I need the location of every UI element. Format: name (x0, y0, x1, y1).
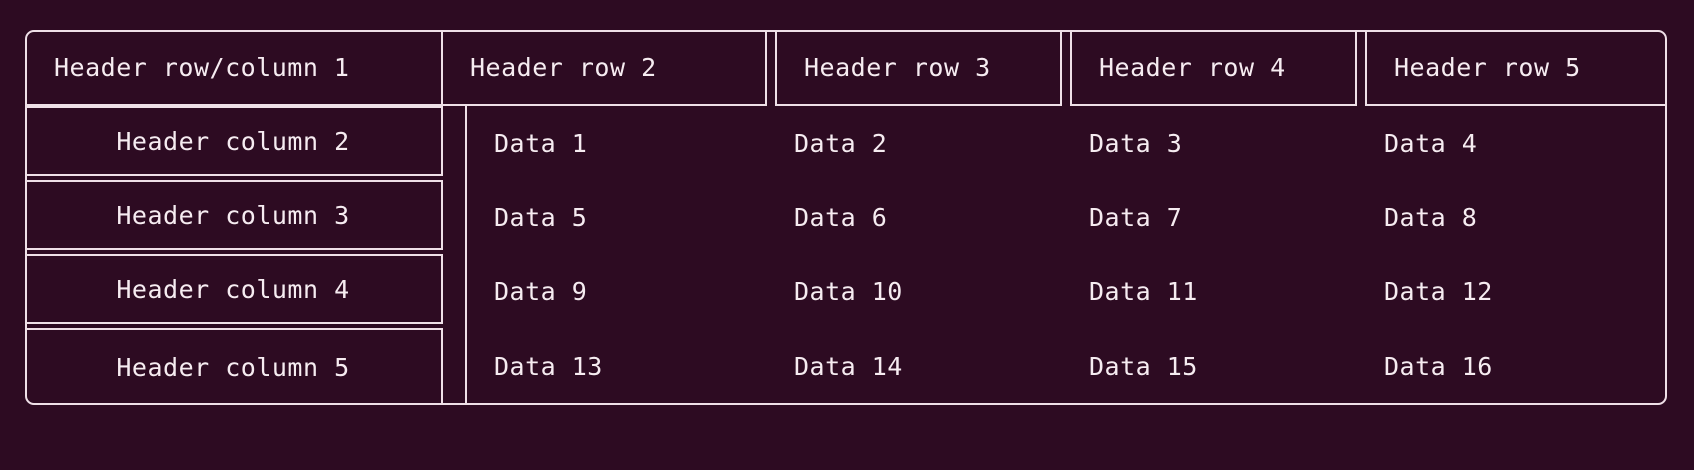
table-cell[interactable]: Data 7 (1089, 202, 1183, 232)
table-cell[interactable]: Data 13 (494, 352, 603, 381)
table-cell[interactable]: Data 16 (1384, 352, 1493, 381)
table-cell[interactable]: Data 9 (494, 276, 588, 306)
table-cell[interactable]: Data 2 (794, 128, 888, 158)
row-header-5[interactable]: Header column 5 (25, 328, 443, 405)
data-table: Header row/column 1 Header row 2 Header … (25, 30, 1667, 405)
table-cell[interactable]: Data 14 (794, 352, 903, 381)
table-outer-border (25, 30, 1667, 405)
column-header-5[interactable]: Header row 5 (1365, 30, 1667, 106)
row-header-4[interactable]: Header column 4 (25, 254, 443, 324)
table-cell[interactable]: Data 12 (1384, 276, 1493, 306)
column-header-3[interactable]: Header row 3 (775, 30, 1062, 106)
table-cell[interactable]: Data 15 (1089, 352, 1198, 381)
table-cell[interactable]: Data 11 (1089, 276, 1198, 306)
table-cell[interactable]: Data 4 (1384, 128, 1478, 158)
row-header-3[interactable]: Header column 3 (25, 180, 443, 250)
table-cell[interactable]: Data 10 (794, 276, 903, 306)
table-cell[interactable]: Data 3 (1089, 128, 1183, 158)
table-grid: Header row/column 1 Header row 2 Header … (25, 30, 1667, 405)
column-header-4[interactable]: Header row 4 (1070, 30, 1357, 106)
column-header-2[interactable]: Header row 2 (443, 30, 767, 106)
table-corner-header[interactable]: Header row/column 1 (25, 30, 443, 106)
data-region-divider (465, 106, 467, 405)
table-cell[interactable]: Data 1 (494, 128, 588, 158)
table-cell[interactable]: Data 6 (794, 202, 888, 232)
row-header-2[interactable]: Header column 2 (25, 106, 443, 176)
table-cell[interactable]: Data 8 (1384, 202, 1478, 232)
table-cell[interactable]: Data 5 (494, 202, 588, 232)
